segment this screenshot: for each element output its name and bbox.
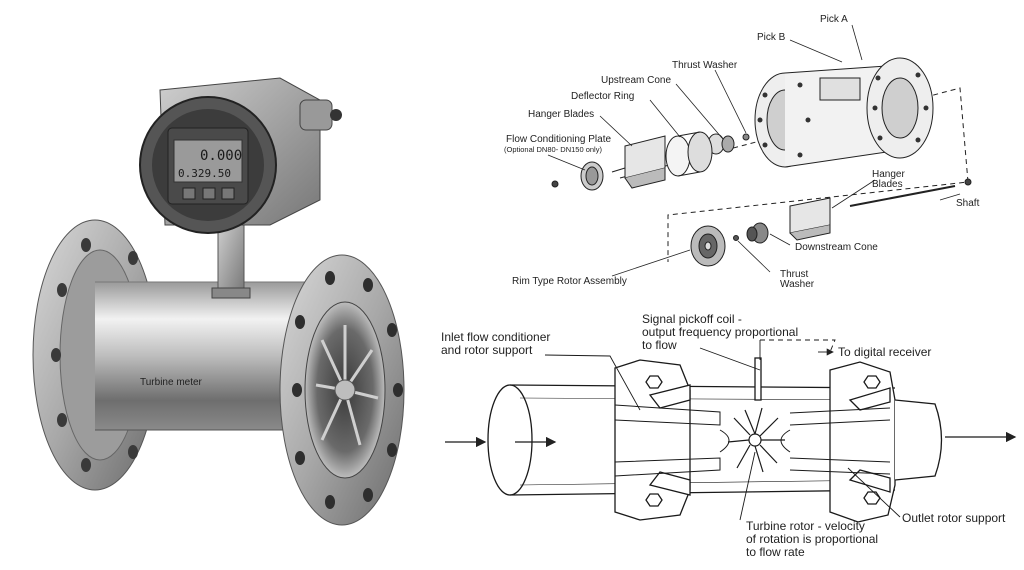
exploded-view-labels: Pick A Pick B Thrust Washer Upstream Con… <box>504 14 980 290</box>
cutaway-labels: Inlet flow conditioner and rotor support… <box>441 312 1006 559</box>
label-hanger-blades-left: Hanger Blades <box>528 109 594 120</box>
thrust-washer-top-part <box>742 133 750 141</box>
deflector-ring-part <box>665 131 713 177</box>
body-engraving: Turbine meter <box>140 377 203 388</box>
label-thrust-washer-bottom-1: Thrust <box>780 269 809 280</box>
pipe-body <box>95 282 330 430</box>
hanger-blades-left-part <box>611 135 666 189</box>
display-value-bottom: 0.329.50 <box>178 167 231 180</box>
display-value-top: 0.000 <box>200 148 242 164</box>
label-receiver: To digital receiver <box>838 345 931 359</box>
exploded-view <box>547 24 972 277</box>
outlet-rotor-support <box>780 407 891 475</box>
lcd-screen <box>173 139 243 183</box>
cutaway-right-flange <box>829 361 896 523</box>
transmitter-head: 0.000 0.329.50 <box>139 77 342 234</box>
flow-conditioning-plate-part <box>580 161 604 191</box>
label-hanger-blades-right-2: Blades <box>872 179 903 190</box>
label-flow-conditioning-plate: Flow Conditioning Plate <box>506 134 611 145</box>
label-thrust-washer-bottom-2: Washer <box>780 279 815 290</box>
rotor-assembly-part <box>690 225 726 267</box>
nut-part <box>551 180 559 188</box>
label-flow-conditioning-note: (Optional DN80- DN150 only) <box>504 145 602 154</box>
downstream-cone-part <box>746 222 769 244</box>
pipe-inlet-opening <box>487 384 533 496</box>
label-rotor-1: Turbine rotor - velocity <box>746 519 865 533</box>
display-button <box>202 187 216 200</box>
label-signal-1: Signal pickoff coil - <box>642 312 742 326</box>
cutaway-leader-lines <box>544 339 901 521</box>
label-inlet-1: Inlet flow conditioner <box>441 330 550 344</box>
label-downstream-cone: Downstream Cone <box>795 242 878 253</box>
label-pick-b: Pick B <box>757 32 786 43</box>
signal-pickoff-coil <box>754 357 762 401</box>
hanger-blades-right-part <box>789 197 831 241</box>
label-pick-a: Pick A <box>820 14 848 25</box>
turbine-meter-photo: Turbine meter <box>32 77 405 526</box>
label-upstream-cone: Upstream Cone <box>601 75 671 86</box>
shaft-part <box>849 185 956 207</box>
label-thrust-washer-top: Thrust Washer <box>672 60 738 71</box>
meter-body-part <box>754 57 934 168</box>
label-rotor-3: to flow rate <box>746 545 805 559</box>
outlet-cap <box>894 399 943 481</box>
display-button <box>221 187 235 200</box>
label-rotor-2: of rotation is proportional <box>746 532 878 546</box>
display-button <box>182 187 196 200</box>
label-outlet: Outlet rotor support <box>902 511 1006 525</box>
cutaway-diagram <box>445 339 1017 523</box>
label-signal-2: output frequency proportional <box>642 325 798 339</box>
label-shaft: Shaft <box>956 198 980 209</box>
cutaway-left-flange <box>614 359 691 521</box>
thrust-washer-bottom-part <box>733 235 739 241</box>
label-signal-3: to flow <box>642 338 677 352</box>
leader-lines <box>547 24 961 277</box>
label-inlet-2: and rotor support <box>441 343 533 357</box>
turbine-rotor <box>727 407 785 473</box>
right-flange <box>279 254 405 526</box>
label-hanger-blades-right-1: Hanger <box>872 169 905 180</box>
label-rotor-assembly: Rim Type Rotor Assembly <box>512 276 627 287</box>
inlet-rotor-support <box>614 404 730 477</box>
label-deflector-ring: Deflector Ring <box>571 91 634 102</box>
transmitter-stem <box>217 221 245 295</box>
